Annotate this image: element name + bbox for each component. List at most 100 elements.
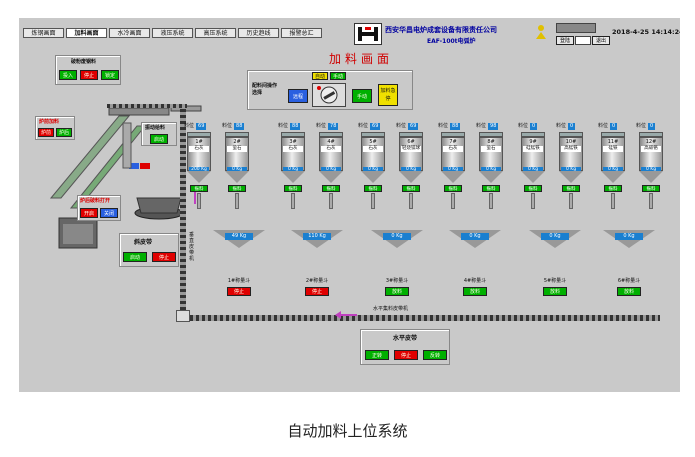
tab-3[interactable]: 水冷画面 [109,28,150,38]
weigh-unit: Kg [628,233,635,239]
scrap-lock-button[interactable]: 锁定 [101,70,119,80]
vibrate-button[interactable]: 振料 [284,185,302,192]
mode-switch-icon[interactable] [312,83,346,107]
level-label: 料位 [396,123,407,129]
vibrate-button[interactable]: 振料 [482,185,500,192]
weigh-state-button[interactable]: 放料 [543,287,567,296]
hopper-cone [319,171,343,183]
vibrate-button[interactable]: 振料 [604,185,622,192]
hopper-chute [409,193,413,209]
vibrate-button[interactable]: 振料 [444,185,462,192]
tab-2[interactable]: 加料画面 [66,28,107,38]
vibro-feeder-start-button[interactable]: 启动 [150,134,168,144]
scada-screen: 炼钢画面加料画面水冷画面液压系统高压系统历史趋线报警总汇 西安华昌电炉成套设备有… [19,18,680,392]
setpoint-value: 0 [287,167,291,172]
tab-4[interactable]: 液压系统 [152,28,193,38]
hopper-material: 硅铁 [603,146,623,152]
hopper-cone [521,171,545,183]
hopper-id: 6# [407,139,415,145]
mode-select-panel: 配料间操作选择 自动 手动 远程 手动 加料急停 [247,70,413,110]
level-value: 69 [408,123,419,130]
tab-6[interactable]: 历史趋线 [238,28,279,38]
hopper-chute [451,193,455,209]
manual-button[interactable]: 手动 [352,89,372,103]
level-value: 0 [610,123,618,130]
setpoint-unit: Kg [201,167,207,172]
hopper-setpoint: 0 Kg [603,167,623,173]
horizontal-belt-panel: 水平皮带 正转 停止 反转 [360,329,450,365]
weigh-display: 0 Kg [383,233,411,240]
rear-feed-close-button[interactable]: 关闭 [100,208,118,218]
hopper-cone [361,171,385,183]
hopper-body [361,137,385,171]
hopper-setpoint: 200 Kg [189,167,209,173]
weigh-state-button[interactable]: 放料 [385,287,409,296]
level-label: 料位 [518,123,529,129]
manual-indicator: 手动 [330,72,346,80]
setpoint-value: 0 [405,167,409,172]
furnace-back-button[interactable]: 炉后 [56,128,72,137]
weigh-label: 1#称量斗 [227,278,251,284]
vertical-belt-label: 垂直皮带机 [189,232,195,262]
hopper-chute [235,193,239,209]
vibrate-button[interactable]: 振料 [402,185,420,192]
vibro-feeder-title: 振动给料 [145,125,166,131]
hopper-lid [225,132,249,137]
vibrate-button[interactable]: 振料 [562,185,580,192]
weigh-value: 0 [623,233,627,239]
tab-1[interactable]: 炼钢画面 [23,28,64,38]
incline-belt-start-button[interactable]: 启动 [123,252,147,262]
furnace-front-title: 炉前加料 [39,119,60,125]
weigh-state-button[interactable]: 停止 [305,287,329,296]
incline-belt-title: 斜皮带 [134,239,153,246]
weigh-state-button[interactable]: 停止 [227,287,251,296]
level-value: 88 [450,123,461,130]
hopper-material: 硅锰铁 [523,146,543,152]
weigh-state-button[interactable]: 放料 [463,287,487,296]
level-value: 69 [370,123,381,130]
hopper-cone [441,171,465,183]
tab-5[interactable]: 高压系统 [195,28,236,38]
level-label: 料位 [278,123,289,129]
setpoint-value: 200 [191,167,200,172]
vibrate-button[interactable]: 振料 [642,185,660,192]
belt-forward-button[interactable]: 正转 [365,350,389,360]
tab-7[interactable]: 报警总汇 [281,28,322,38]
weigh-state-button[interactable]: 放料 [617,287,641,296]
horizontal-belt-title: 水平皮带 [393,335,418,342]
weigh-unit: Kg [396,233,403,239]
emergency-stop-button[interactable]: 加料急停 [378,84,398,106]
weigh-unit: Kg [319,233,326,239]
datetime-display: 2018-4-25 14:14:24 [612,28,680,36]
belt-stop-button[interactable]: 停止 [394,350,418,360]
hopper-lid [399,132,423,137]
weigh-unit: Kg [554,233,561,239]
rear-feed-open-button[interactable]: 开启 [80,208,98,218]
logout-button[interactable]: 退出 [592,36,610,45]
level-value: 0 [530,123,538,130]
remote-button[interactable]: 远程 [288,89,308,103]
hopper-material: 石灰 [321,146,341,152]
vibrate-button[interactable]: 振料 [322,185,340,192]
vertical-belt [180,106,186,316]
vibrate-button[interactable]: 振料 [190,185,208,192]
level-value: 0 [568,123,576,130]
hopper-chute [489,193,493,209]
scrap-feed-title: 破粉废钢料 [71,59,97,65]
vibrate-button[interactable]: 振料 [228,185,246,192]
hopper-chute [611,193,615,209]
hopper-chute [197,193,201,209]
setpoint-unit: Kg [532,167,539,172]
hopper-cone [187,171,211,183]
scrap-stop-button[interactable]: 停止 [80,70,98,80]
hopper-cone [281,171,305,183]
belt-reverse-button[interactable]: 反转 [423,350,447,360]
incline-belt-stop-button[interactable]: 停止 [152,252,176,262]
vibrate-button[interactable]: 振料 [524,185,542,192]
scrap-start-button[interactable]: 投入 [59,70,77,80]
furnace-front-button[interactable]: 炉前 [38,128,54,137]
login-button[interactable]: 登陆 [556,36,574,45]
vibrate-button[interactable]: 振料 [364,185,382,192]
